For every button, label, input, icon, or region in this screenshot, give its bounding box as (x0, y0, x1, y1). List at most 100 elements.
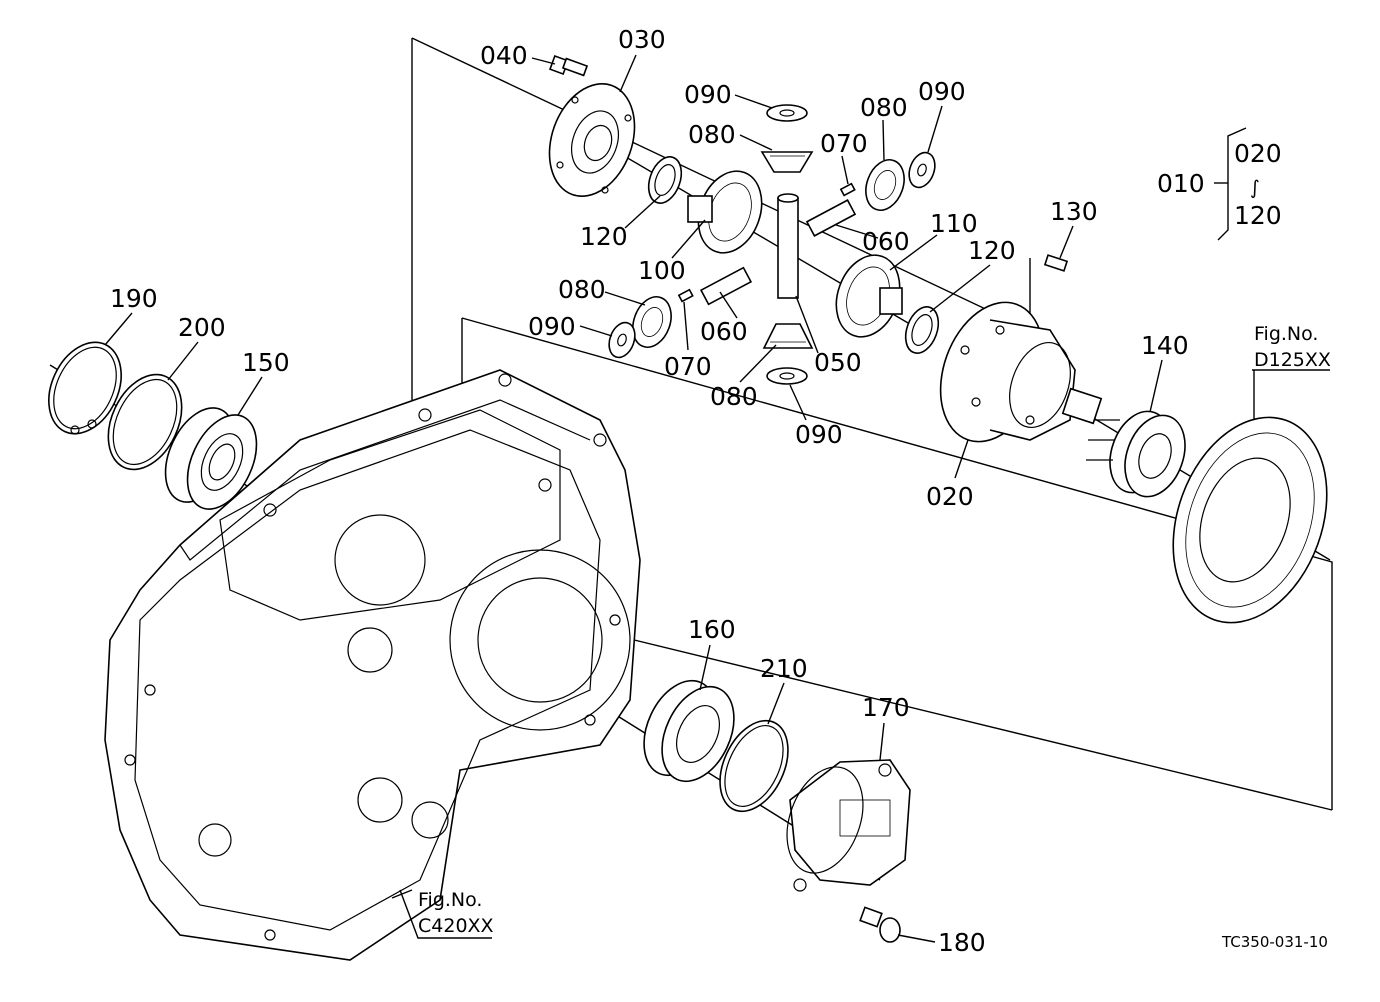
leader-140 (1149, 359, 1163, 413)
part-120-shim-right (904, 306, 940, 354)
leader-c420 (399, 889, 492, 939)
leader-040 (531, 57, 556, 65)
gear-100-hub (687, 195, 713, 223)
shim-120-right-inner (911, 314, 933, 346)
part-090-washer-bottom (766, 367, 808, 385)
ring-gear-teeth (1185, 432, 1315, 608)
case-hole-2 (498, 373, 512, 387)
part-090-washer-top (766, 104, 808, 122)
shim-120-left-inner (654, 164, 676, 196)
leader-070a (841, 155, 849, 185)
pin-060-upper (805, 199, 857, 237)
label-080-right: 080 (860, 93, 908, 122)
case-bore-upper (334, 514, 426, 606)
leader-110 (889, 234, 938, 271)
case-top-opening (219, 409, 561, 621)
part-180-bolt (859, 906, 901, 943)
label-080-left: 080 (558, 275, 606, 304)
case-020-hub (1061, 387, 1103, 425)
leader-120b (624, 195, 661, 229)
case-hole-10 (584, 714, 596, 726)
shaft-050-top (777, 193, 799, 203)
leader-030 (619, 54, 637, 93)
case-hole-1 (263, 503, 277, 517)
holder-170-body (789, 759, 911, 886)
case-boss-3 (411, 801, 449, 839)
holder-170-hole (793, 878, 807, 892)
label-020-range-start: 020 (1234, 139, 1282, 168)
washer-090-top-hole (779, 109, 795, 117)
label-210: 210 (760, 654, 808, 683)
shaft-050 (777, 197, 799, 299)
case-020-hole-3 (960, 345, 970, 355)
leader-090a (734, 94, 773, 109)
pin-060-lower (699, 266, 753, 306)
leader-lines (104, 54, 1330, 943)
label-range-symbol: ∫ (1250, 177, 1260, 199)
leader-150 (237, 376, 263, 416)
cover-hole-2 (624, 114, 632, 122)
label-020: 020 (926, 482, 974, 511)
cover-030-bore (571, 110, 619, 174)
circlip-inner (53, 346, 117, 430)
leader-080a (739, 134, 773, 151)
label-090-top: 090 (684, 80, 732, 109)
case-hole-8 (264, 929, 276, 941)
leader-160 (699, 644, 711, 691)
leader-190 (104, 312, 133, 346)
part-090-washer-right (908, 151, 936, 189)
leader-080d (739, 344, 777, 383)
ref-code-c420: C420XX (418, 915, 494, 937)
leader-120c (929, 264, 991, 313)
label-030: 030 (618, 25, 666, 54)
leader-060a (835, 224, 879, 239)
bolt-180-head (859, 906, 883, 928)
label-060-lower: 060 (700, 317, 748, 346)
case-020-hole-4 (1025, 415, 1035, 425)
cover-hole-3 (556, 161, 564, 169)
label-130: 130 (1050, 197, 1098, 226)
bracket-group (1217, 127, 1247, 241)
part-labels: 040 030 090 080 080 090 070 060 110 120 … (110, 25, 1331, 957)
part-200-ring (107, 373, 183, 471)
case-boss-2 (357, 777, 403, 823)
case-020-hole-1 (971, 397, 981, 407)
ref-code-d125: D125XX (1254, 349, 1331, 371)
leader-100 (671, 219, 706, 259)
leader-090c (579, 325, 613, 337)
part-150-bearing (164, 407, 258, 510)
label-080-top: 080 (688, 120, 736, 149)
label-190: 190 (110, 284, 158, 313)
part-040-bolt (549, 55, 589, 77)
leader-090b (927, 105, 943, 153)
label-090-bottom: 090 (795, 420, 843, 449)
shim-120-right-outer (904, 306, 940, 354)
ring-gear-bore (1199, 457, 1291, 583)
case-hole-3 (538, 478, 552, 492)
part-210-ring (719, 719, 789, 813)
case-inner (134, 429, 601, 931)
cover-hole-4 (601, 186, 609, 194)
part-050-shaft (777, 193, 799, 299)
case-020-body (989, 319, 1076, 441)
label-120-right: 120 (968, 236, 1016, 265)
leader-130 (1059, 225, 1074, 259)
label-180: 180 (938, 928, 986, 957)
part-020-diff-case (939, 301, 1103, 443)
drawing-code: TC350-031-10 (1221, 933, 1328, 951)
leader-090d (789, 384, 807, 421)
bolt-180-cap (879, 917, 901, 943)
ring-gear (1172, 416, 1328, 624)
part-130-pin (1043, 254, 1069, 272)
washer-090-right-hole (917, 163, 927, 177)
part-140-bearing (1086, 410, 1186, 498)
pinion-080-left (632, 296, 672, 348)
part-170-holder (786, 759, 911, 892)
case-boss-4 (198, 823, 232, 857)
bearing-140-front (1124, 414, 1186, 498)
label-160: 160 (688, 615, 736, 644)
circlip-eye-1 (70, 425, 80, 435)
label-050: 050 (814, 348, 862, 377)
case-hole-9 (609, 614, 621, 626)
